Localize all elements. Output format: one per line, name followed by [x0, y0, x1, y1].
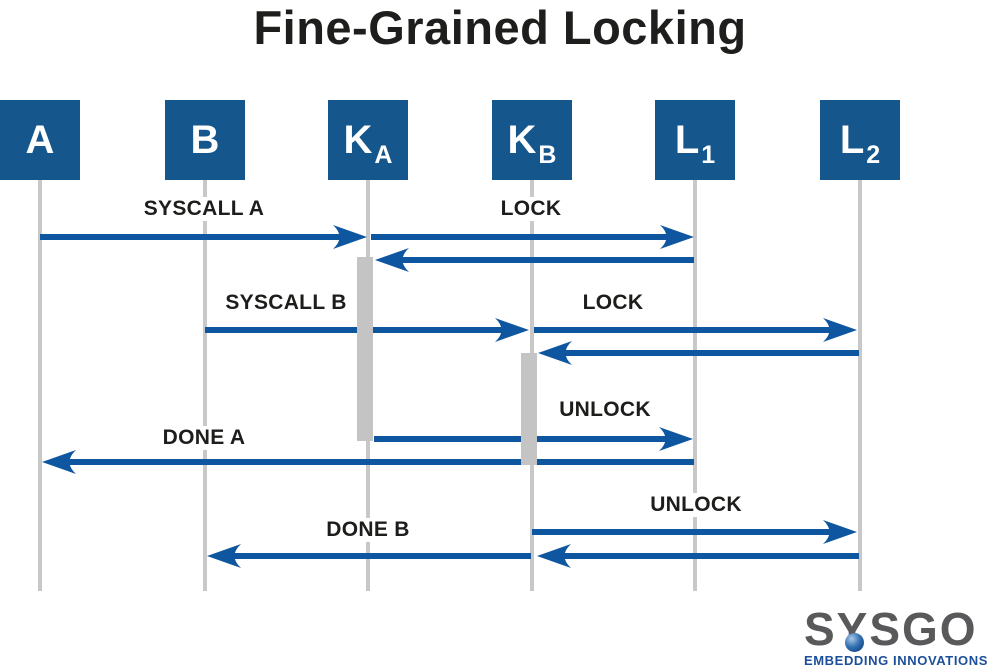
message-arrowhead-syscall-b — [495, 318, 529, 342]
lifeline-box-subscript: 1 — [701, 140, 716, 169]
message-arrowhead-unlock-2-return — [537, 544, 571, 568]
page-title: Fine-Grained Locking — [253, 1, 747, 54]
message-arrowhead-lock-2 — [823, 318, 857, 342]
lifeline-box-subscript: B — [538, 140, 557, 169]
lifeline-box-letter: K — [343, 118, 373, 162]
message-arrowhead-syscall-a — [333, 225, 367, 249]
message-arrowhead-unlock-1 — [659, 427, 693, 451]
lifeline-box-A: A — [0, 100, 80, 180]
lifeline-box-letter: L — [839, 118, 865, 162]
message-label-unlock-2: UNLOCK — [644, 493, 748, 517]
message-label-lock-2: LOCK — [576, 291, 650, 315]
lifeline-box-letter: A — [25, 118, 55, 162]
lifeline-box-letter: K — [507, 118, 537, 162]
message-label-done-a: DONE A — [156, 426, 252, 450]
sysgo-logo-word: SYSGO — [804, 606, 988, 652]
lifeline-box-letter: L — [674, 118, 700, 162]
message-arrowhead-done-b — [207, 544, 241, 568]
message-label-done-b: DONE B — [320, 518, 416, 542]
lifeline-box-subscript: A — [374, 140, 393, 169]
sysgo-logo-tagline: EMBEDDING INNOVATIONS — [803, 653, 988, 668]
logo-ball-icon — [844, 633, 864, 652]
sysgo-logo-text: SYSGO — [803, 603, 978, 655]
message-label-syscall-b: SYSCALL B — [219, 291, 353, 315]
message-arrowhead-unlock-2 — [823, 520, 857, 544]
message-label-syscall-a: SYSCALL A — [137, 197, 271, 221]
lifeline-box-subscript: 2 — [866, 140, 881, 169]
activation-bar-KA — [357, 257, 373, 441]
message-arrowhead-lock-1-return — [375, 248, 409, 272]
sysgo-logo: SYSGO EMBEDDING INNOVATIONS — [804, 606, 988, 668]
message-label-lock-1: LOCK — [494, 197, 568, 221]
message-arrowhead-lock-2-return — [538, 341, 572, 365]
message-arrowhead-lock-1 — [660, 225, 694, 249]
message-arrowhead-done-a — [42, 450, 76, 474]
lifeline-box-letter: B — [190, 118, 220, 162]
activation-bar-KB — [521, 353, 537, 465]
message-label-unlock-1: UNLOCK — [553, 398, 657, 422]
lifeline-box-B: B — [165, 100, 245, 180]
